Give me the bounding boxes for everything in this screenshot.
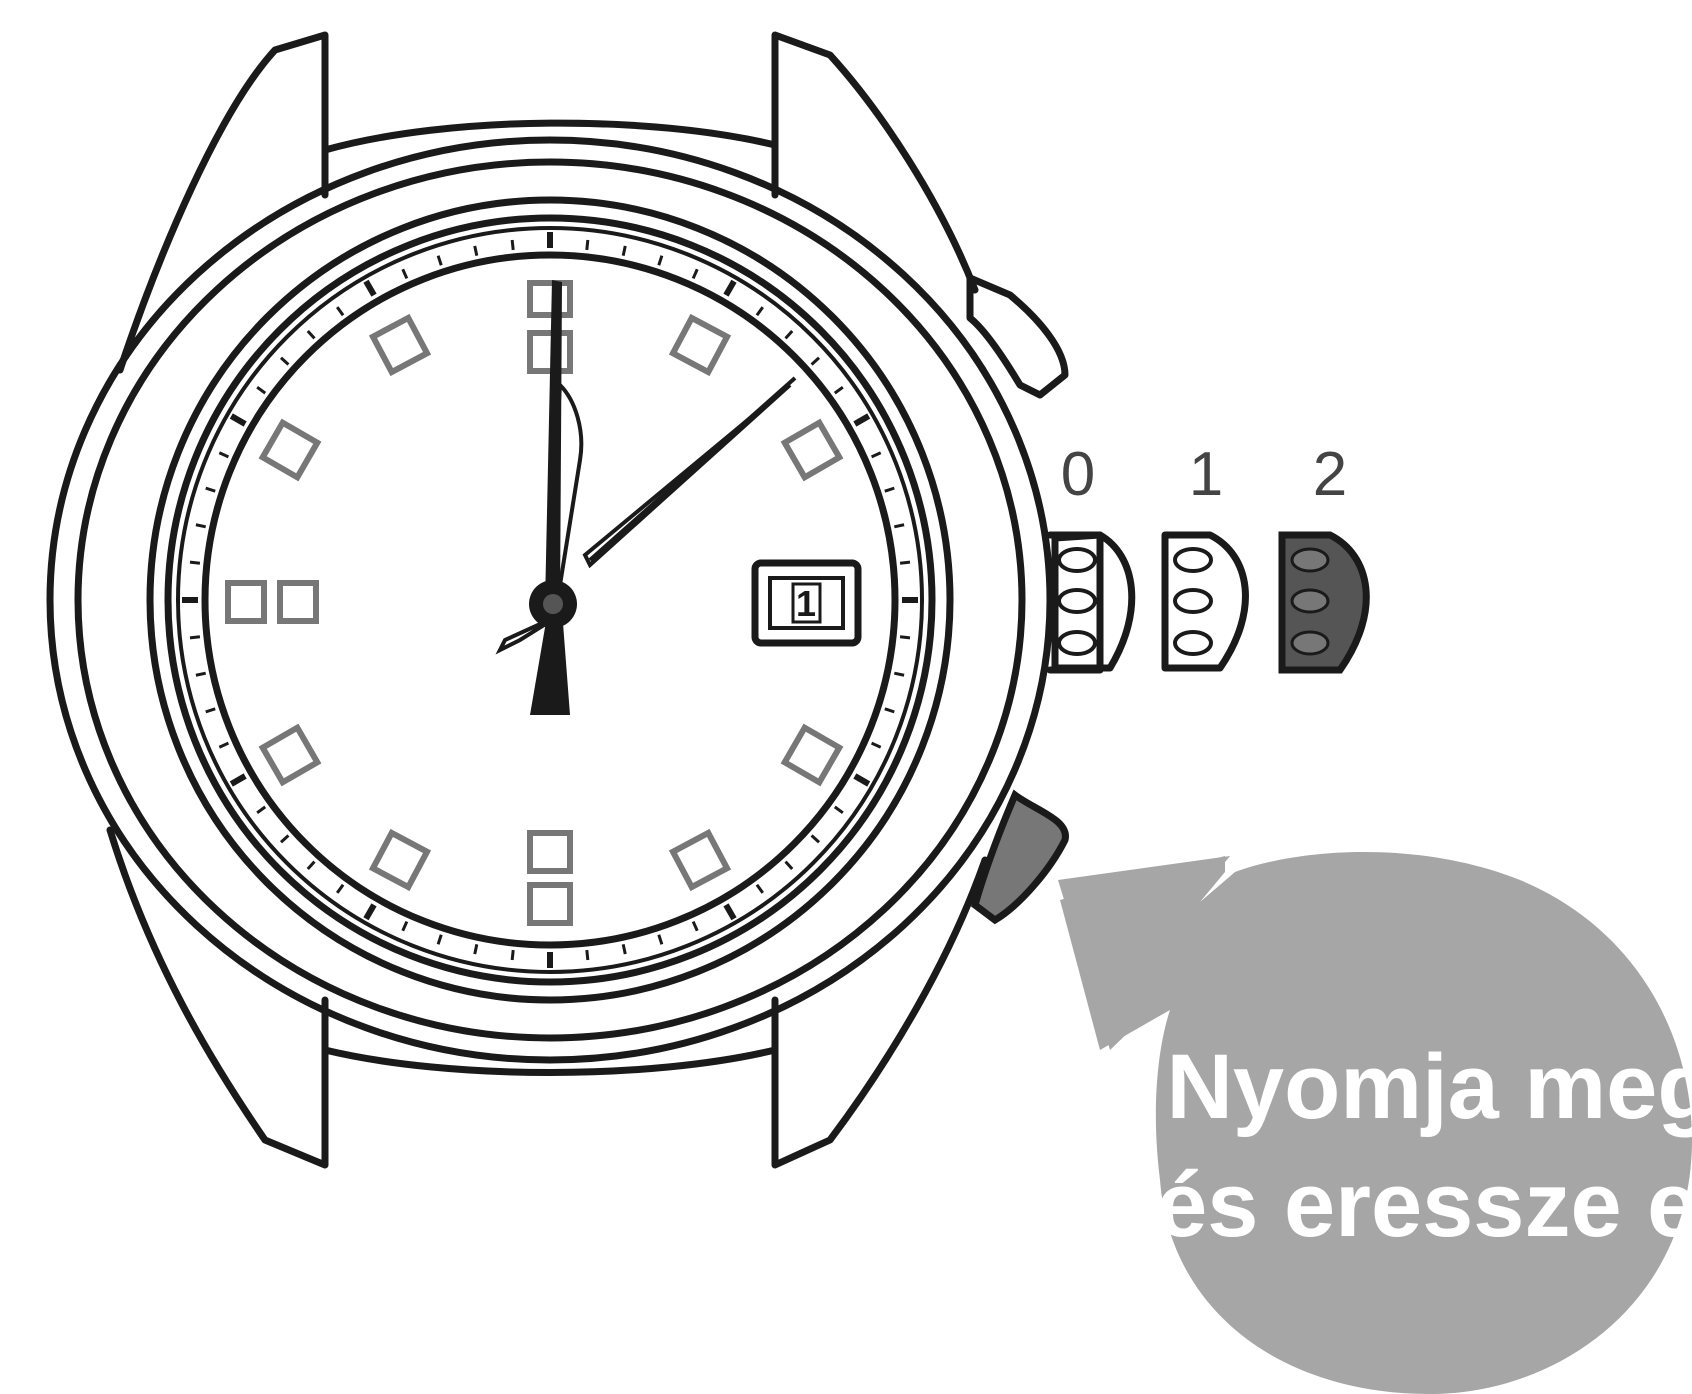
bezel-tick xyxy=(231,416,245,424)
bezel-tick xyxy=(786,331,793,338)
bezel-tick xyxy=(855,416,869,424)
bezel-tick xyxy=(190,637,200,638)
bezel-tick xyxy=(337,885,343,893)
crown-position-labels: 0 1 2 xyxy=(1061,440,1347,509)
bezel-tick xyxy=(812,836,819,843)
bezel-tick xyxy=(894,673,904,675)
bezel-tick xyxy=(587,240,588,250)
crown-2-active[interactable] xyxy=(1282,535,1366,670)
date-window: 1 xyxy=(755,563,858,643)
bezel-tick xyxy=(403,269,407,278)
watch-hands xyxy=(500,280,795,715)
bezel-tick xyxy=(885,709,895,712)
bezel-tick xyxy=(623,944,625,954)
bezel-tick xyxy=(206,709,216,712)
crown-label-0: 0 xyxy=(1061,440,1095,509)
bezel-tick xyxy=(512,240,513,250)
bezel-tick xyxy=(835,807,843,813)
bezel-tick xyxy=(693,922,697,931)
bezel-tick xyxy=(812,358,819,365)
callout-line-1: Nyomja meg xyxy=(1166,1036,1692,1138)
bezel-tick xyxy=(512,950,513,960)
crown-label-2: 2 xyxy=(1313,440,1347,509)
bezel-tick xyxy=(438,256,441,266)
bezel-tick xyxy=(219,453,228,457)
bezel-tick xyxy=(366,905,374,919)
bezel-tick xyxy=(308,862,315,869)
bezel-tick xyxy=(206,488,216,491)
crown-label-1: 1 xyxy=(1189,440,1223,509)
bezel-tick xyxy=(257,387,265,393)
bezel-tick xyxy=(835,387,843,393)
bezel-tick xyxy=(196,525,206,527)
bezel-tick xyxy=(855,776,869,784)
bezel-tick xyxy=(726,905,734,919)
bezel-tick xyxy=(231,776,245,784)
bezel-tick xyxy=(659,935,662,945)
lower-pushbutton[interactable] xyxy=(975,795,1065,920)
crown-1[interactable] xyxy=(1165,535,1245,668)
bezel-tick xyxy=(219,743,228,747)
bezel-tick xyxy=(281,358,288,365)
bezel-tick xyxy=(403,922,407,931)
bezel-tick xyxy=(726,281,734,295)
bezel-tick xyxy=(786,862,793,869)
bezel-tick xyxy=(438,935,441,945)
bezel-tick xyxy=(257,807,265,813)
bezel-tick xyxy=(693,269,697,278)
bezel-tick xyxy=(475,944,477,954)
bezel-tick xyxy=(894,525,904,527)
bezel-tick xyxy=(196,673,206,675)
bezel-tick xyxy=(659,256,662,266)
bezel-tick xyxy=(587,950,588,960)
bezel-tick xyxy=(366,281,374,295)
bezel-tick xyxy=(885,488,895,491)
bezel-tick xyxy=(900,637,910,638)
bezel-tick xyxy=(757,885,763,893)
crown-0[interactable] xyxy=(1050,535,1132,670)
minute-hand xyxy=(545,280,562,605)
date-value: 1 xyxy=(796,583,816,624)
bezel-tick xyxy=(190,562,200,563)
bezel-tick xyxy=(475,246,477,256)
bezel-tick xyxy=(308,331,315,338)
bezel-tick xyxy=(337,307,343,315)
bezel-tick xyxy=(872,453,881,457)
bezel-tick xyxy=(623,246,625,256)
bezel-tick xyxy=(281,836,288,843)
bezel-tick xyxy=(757,307,763,315)
callout-line-2: és eressze el xyxy=(1156,1154,1692,1256)
bezel-tick xyxy=(872,743,881,747)
bezel-tick xyxy=(900,562,910,563)
